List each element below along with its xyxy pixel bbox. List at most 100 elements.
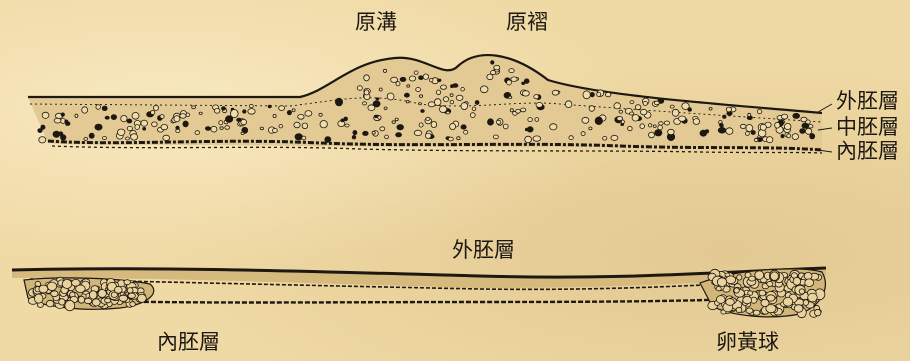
cell bbox=[737, 275, 742, 280]
cell bbox=[395, 118, 398, 121]
cell bbox=[487, 74, 493, 80]
cell bbox=[397, 125, 404, 130]
cell bbox=[268, 105, 271, 108]
cell bbox=[426, 117, 430, 120]
cell bbox=[525, 128, 528, 131]
cell bbox=[161, 124, 168, 129]
cell bbox=[404, 93, 409, 97]
cell bbox=[494, 65, 500, 70]
cell bbox=[376, 98, 379, 100]
cell bbox=[510, 109, 513, 112]
cell bbox=[658, 125, 663, 130]
cell bbox=[783, 297, 793, 306]
cell bbox=[225, 116, 232, 123]
cell bbox=[34, 294, 43, 303]
cell bbox=[753, 310, 760, 315]
cell bbox=[597, 92, 601, 96]
cell bbox=[407, 85, 410, 87]
cell bbox=[163, 135, 170, 140]
cell bbox=[141, 120, 148, 126]
cell bbox=[439, 106, 446, 113]
cell bbox=[614, 103, 621, 109]
cell bbox=[749, 276, 756, 281]
cell bbox=[137, 294, 146, 302]
cell bbox=[414, 71, 418, 75]
cell bbox=[461, 125, 466, 129]
cell bbox=[385, 135, 389, 139]
cell bbox=[392, 121, 395, 124]
cell bbox=[400, 77, 406, 81]
cell bbox=[643, 101, 647, 105]
cell bbox=[461, 103, 468, 110]
cell bbox=[581, 132, 585, 136]
cell bbox=[302, 123, 308, 129]
cell bbox=[419, 76, 424, 80]
cell bbox=[654, 101, 659, 105]
cell bbox=[619, 110, 623, 113]
cell bbox=[717, 278, 726, 287]
cell bbox=[522, 91, 529, 96]
cell bbox=[51, 291, 58, 297]
cell bbox=[464, 130, 468, 134]
cell bbox=[782, 114, 788, 119]
bottom-endoderm-line bbox=[60, 298, 760, 303]
cell bbox=[723, 115, 727, 118]
cell bbox=[450, 94, 453, 97]
cell bbox=[82, 107, 88, 113]
cell bbox=[387, 93, 394, 100]
label-top-ectoderm: 外胚層 bbox=[836, 91, 899, 112]
cell bbox=[719, 123, 723, 127]
cell bbox=[611, 135, 618, 140]
cell bbox=[46, 300, 54, 307]
cell bbox=[241, 119, 247, 125]
cell bbox=[521, 108, 526, 112]
cell bbox=[279, 125, 283, 128]
cell bbox=[183, 121, 188, 127]
cell bbox=[803, 300, 808, 306]
cell bbox=[456, 95, 463, 100]
cell bbox=[130, 302, 136, 307]
cell bbox=[406, 101, 409, 103]
cell bbox=[630, 112, 634, 115]
label-bottom-ectoderm: 外胚層 bbox=[452, 240, 515, 261]
cell bbox=[153, 105, 158, 110]
cell bbox=[384, 107, 387, 110]
cell bbox=[325, 137, 331, 143]
cell bbox=[509, 69, 514, 73]
cell bbox=[569, 136, 573, 140]
cell bbox=[668, 129, 675, 134]
cell bbox=[678, 116, 685, 121]
cell bbox=[804, 272, 812, 279]
cell bbox=[176, 126, 179, 129]
cell bbox=[784, 123, 791, 129]
cell bbox=[480, 86, 488, 93]
cell bbox=[61, 113, 64, 116]
cell bbox=[273, 129, 278, 133]
cell bbox=[815, 309, 821, 316]
cell bbox=[491, 61, 494, 65]
cell bbox=[664, 121, 669, 125]
cell bbox=[800, 129, 805, 134]
cell bbox=[450, 100, 454, 103]
cell bbox=[672, 109, 679, 116]
cell bbox=[659, 122, 664, 125]
cell bbox=[378, 116, 381, 120]
cell bbox=[767, 281, 773, 286]
cell bbox=[92, 299, 100, 306]
cell bbox=[396, 133, 402, 137]
cell bbox=[799, 289, 804, 294]
cell bbox=[792, 134, 798, 140]
cell bbox=[273, 114, 276, 117]
label-primitive-fold: 原褶 bbox=[506, 12, 548, 33]
cell bbox=[421, 110, 425, 113]
cell bbox=[279, 106, 285, 111]
cell bbox=[372, 131, 375, 134]
cell bbox=[582, 117, 589, 123]
cell bbox=[801, 117, 807, 122]
cell bbox=[118, 129, 125, 136]
cell bbox=[174, 116, 180, 122]
cell bbox=[225, 126, 230, 130]
cell bbox=[793, 113, 800, 118]
cell bbox=[655, 130, 662, 136]
